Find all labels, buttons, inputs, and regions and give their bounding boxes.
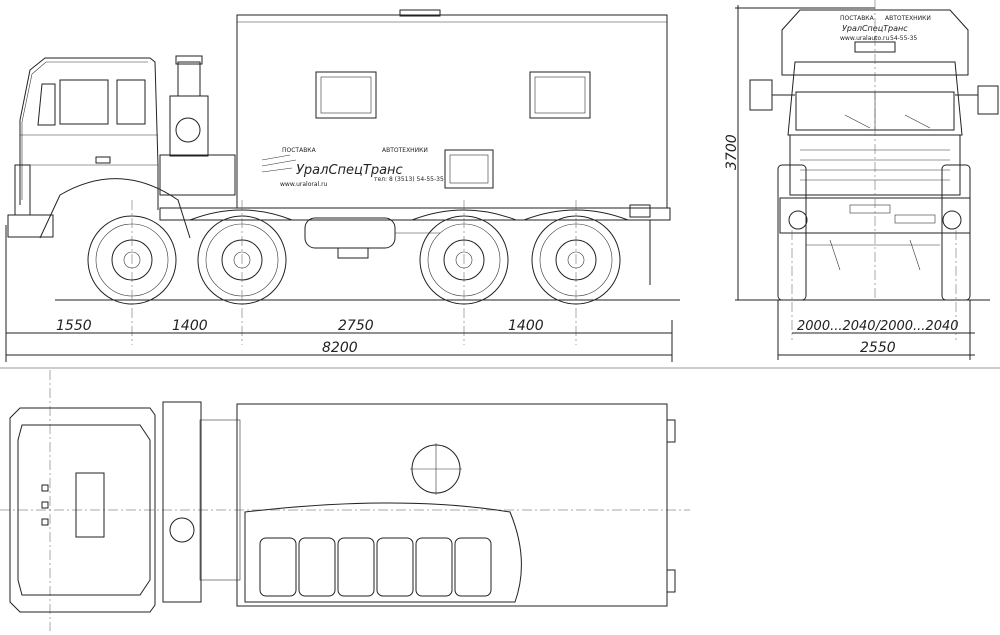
van-body-top — [236, 403, 668, 607]
logo-swoosh — [261, 154, 297, 173]
air-filter-cap — [175, 117, 201, 143]
rear-website: www.uralauto.ru — [840, 35, 889, 42]
dim-track-width: 2000...2040/2000...2040 — [797, 319, 959, 334]
front-wheel-left — [777, 164, 807, 301]
engine-housing — [159, 154, 236, 196]
cabinet-6 — [454, 537, 492, 597]
rear-phone: 54-55-35 — [890, 35, 917, 42]
fuel-tank — [304, 217, 396, 249]
cab-rear-window — [116, 79, 146, 125]
cabinet-4 — [376, 537, 414, 597]
mirror-right — [977, 85, 999, 115]
cab-front-window — [37, 83, 56, 126]
dim-wheelbase-2: 2750 — [338, 318, 374, 334]
dim-overall-width: 2550 — [860, 340, 896, 356]
product-label: АВТОТЕХНИКИ — [382, 147, 428, 154]
headlight-block — [14, 164, 31, 216]
side-dimensions: 1550 1400 2750 1400 8200 — [5, 225, 673, 362]
cab-top — [9, 407, 156, 613]
front-body-panel — [781, 9, 969, 76]
chassis — [159, 204, 671, 285]
dim-overall-height: 3700 — [724, 134, 740, 170]
cabinet-5 — [415, 537, 453, 597]
cab — [7, 57, 191, 239]
front-bumper — [7, 214, 54, 238]
side-window-left — [315, 71, 377, 119]
cab-door-window — [59, 79, 109, 125]
phone: тел: 8 (3513) 54-55-35 — [374, 176, 444, 183]
fender-2 — [189, 209, 293, 221]
roof-vent — [399, 9, 441, 17]
cabinet-2 — [298, 537, 336, 597]
top-view — [0, 370, 690, 631]
front-dimensions: 2000...2040/2000...2040 2550 — [777, 300, 975, 360]
dim-wheelbase-3: 1400 — [508, 318, 544, 334]
front-wheel-right — [941, 164, 971, 301]
rear-supplier-label: ПОСТАВКА — [840, 15, 875, 22]
side-view: ПОСТАВКА АВТОТЕХНИКИ УралСпецТранс www.u… — [5, 9, 680, 362]
roof-hatch — [75, 472, 105, 538]
dim-wheelbase-1: 1400 — [172, 318, 208, 334]
rear-company-name: УралСпецТранс — [842, 24, 908, 33]
supplier-label: ПОСТАВКА — [282, 147, 317, 154]
cab-handle — [95, 156, 111, 164]
cabinet-row — [259, 537, 492, 597]
rear-product-label: АВТОТЕХНИКИ — [885, 15, 931, 22]
side-window-right — [529, 71, 591, 119]
cabinet-1 — [259, 537, 297, 597]
van-body: ПОСТАВКА АВТОТЕХНИКИ УралСпецТранс www.u… — [236, 9, 668, 209]
engine-bay — [162, 401, 202, 603]
fender-3 — [411, 209, 517, 221]
company-name: УралСпецТранс — [296, 163, 403, 178]
fender-4 — [523, 209, 629, 221]
frame-rail — [159, 207, 671, 221]
cutaway-section — [244, 502, 522, 603]
mirror-left — [749, 79, 773, 111]
front-axle — [806, 239, 940, 271]
dim-overall-length: 8200 — [322, 340, 358, 356]
cab-roof — [17, 424, 151, 596]
air-filter-top — [169, 517, 195, 543]
dim-front-overhang: 1550 — [56, 318, 92, 334]
headlight-right — [942, 210, 962, 230]
service-hatch — [444, 149, 494, 189]
air-intake — [159, 55, 236, 196]
wipers — [844, 114, 931, 129]
front-fender — [39, 178, 191, 239]
website: www.uraloral.ru — [280, 181, 328, 188]
headlight-left — [788, 210, 808, 230]
van-body-outline — [236, 14, 668, 209]
cabinet-3 — [337, 537, 375, 597]
front-view: 3700 ПОСТАВКА АВТОТЕХНИКИ УралСпецТранс … — [724, 0, 999, 360]
